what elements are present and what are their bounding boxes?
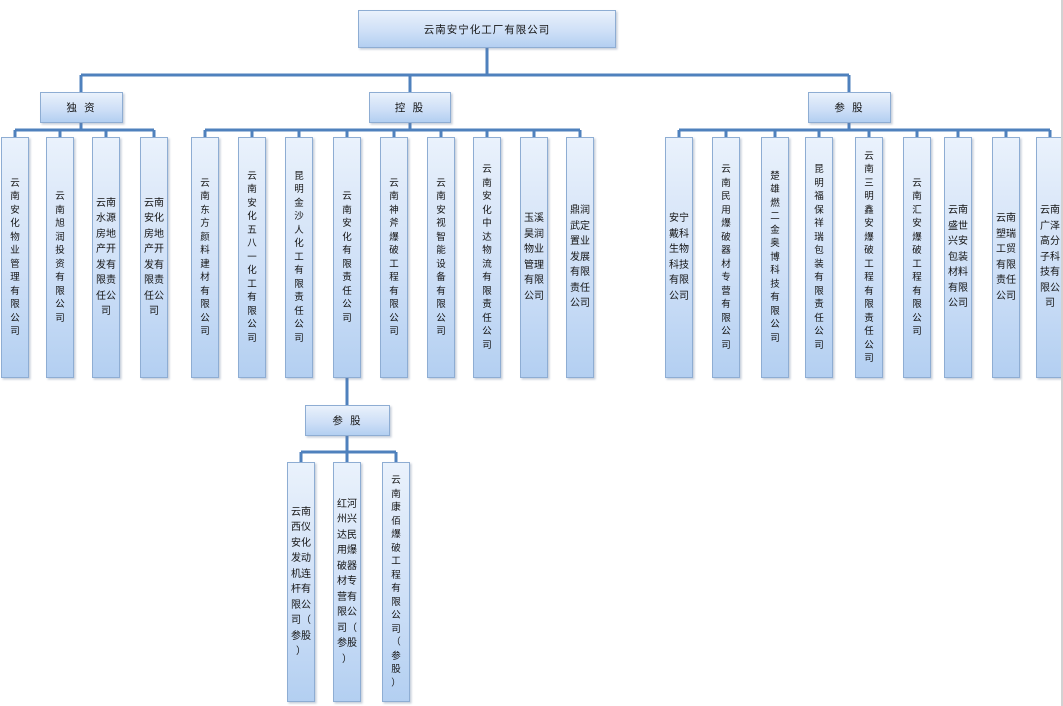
company-box: 云南安视智能设备有限公司 [427,137,455,378]
company-box: 鼎润武定置业发展有限责任公司 [566,137,594,378]
company-box: 云南安化房地产开发有限责任公司 [140,137,168,378]
sub-branch-box-equity: 参 股 [305,405,390,436]
company-box: 云南安化五八一化工有限公司 [238,137,266,378]
company-box: 安宁戴科生物科技有限公司 [665,137,693,378]
company-name: 云南神斧爆破工程有限公司 [389,177,399,338]
branch-label: 独 资 [66,102,97,114]
branch-label: 参 股 [834,102,865,114]
company-name: 云南康佰爆破工程有限公司（参股） [391,475,401,689]
company-name: 云南水源房地产开发有限责任公司 [96,197,116,318]
company-box: 云南东方颜料建材有限公司 [191,137,219,378]
company-name: 云南盛世兴安包装材料有限公司 [948,205,968,310]
company-name: 云南安化中达物流有限责任公司 [482,164,492,351]
company-box: 云南安化物业管理有限公司 [1,137,29,378]
company-name: 云南民用爆破器材专营有限公司 [721,164,731,351]
branch-box-equity: 参 股 [808,92,891,123]
company-name: 云南西仪安化发动机连杆有限公司（参股） [291,506,311,658]
company-box: 云南广泽高分子科技有限公司 [1036,137,1063,378]
sub-branch-label: 参 股 [332,415,363,427]
company-box: 红河州兴达民用爆破器材专营有限公司（参股） [333,462,361,702]
company-name: 云南安化物业管理有限公司 [10,177,20,338]
company-box: 云南塑瑞工贸有限责任公司 [992,137,1020,378]
company-name: 云南安化五八一化工有限公司 [247,170,257,344]
company-name: 昆明福保祥瑞包装有限责任公司 [814,164,824,351]
company-name: 安宁戴科生物科技有限公司 [669,213,689,302]
company-name: 云南三明鑫安爆破工程有限责任公司 [864,150,874,365]
window-right-border [1061,0,1063,706]
company-name: 云南汇安爆破工程有限公司 [912,177,922,338]
company-box: 云南旭润投资有限公司 [46,137,74,378]
root-company-title: 云南安宁化工厂有限公司 [423,23,551,36]
company-box: 云南三明鑫安爆破工程有限责任公司 [855,137,883,378]
company-box: 云南水源房地产开发有限责任公司 [92,137,120,378]
company-box: 云南安化有限责任公司 [333,137,361,378]
company-box: 昆明福保祥瑞包装有限责任公司 [805,137,833,378]
company-name: 云南安化房地产开发有限责任公司 [144,197,164,318]
company-name: 云南安视智能设备有限公司 [436,177,446,338]
company-box: 云南康佰爆破工程有限公司（参股） [382,462,410,702]
company-name: 红河州兴达民用爆破器材专营有限公司（参股） [337,498,357,665]
company-box: 楚雄燃二金奥博科技有限公司 [761,137,789,378]
company-name: 昆明金沙人化工有限责任公司 [294,170,304,344]
branch-box-wholly-owned: 独 资 [40,92,123,123]
company-box: 云南民用爆破器材专营有限公司 [712,137,740,378]
root-company-box: 云南安宁化工厂有限公司 [358,10,616,48]
company-name: 云南塑瑞工贸有限责任公司 [996,213,1016,302]
company-name: 云南广泽高分子科技有限公司 [1040,205,1060,310]
branch-label: 控 股 [394,102,426,114]
company-box: 云南汇安爆破工程有限公司 [903,137,931,378]
company-name: 楚雄燃二金奥博科技有限公司 [770,170,780,344]
branch-box-holding: 控 股 [369,92,451,123]
company-name: 云南东方颜料建材有限公司 [200,177,210,338]
company-name: 云南安化有限责任公司 [342,191,352,324]
company-name: 玉溪昊润物业管理有限公司 [524,213,544,302]
company-name: 云南旭润投资有限公司 [55,191,65,324]
company-box: 云南安化中达物流有限责任公司 [473,137,501,378]
company-box: 云南西仪安化发动机连杆有限公司（参股） [287,462,315,702]
company-box: 云南神斧爆破工程有限公司 [380,137,408,378]
company-box: 昆明金沙人化工有限责任公司 [285,137,313,378]
company-name: 鼎润武定置业发展有限责任公司 [570,205,590,310]
company-box: 玉溪昊润物业管理有限公司 [520,137,548,378]
company-box: 云南盛世兴安包装材料有限公司 [944,137,972,378]
